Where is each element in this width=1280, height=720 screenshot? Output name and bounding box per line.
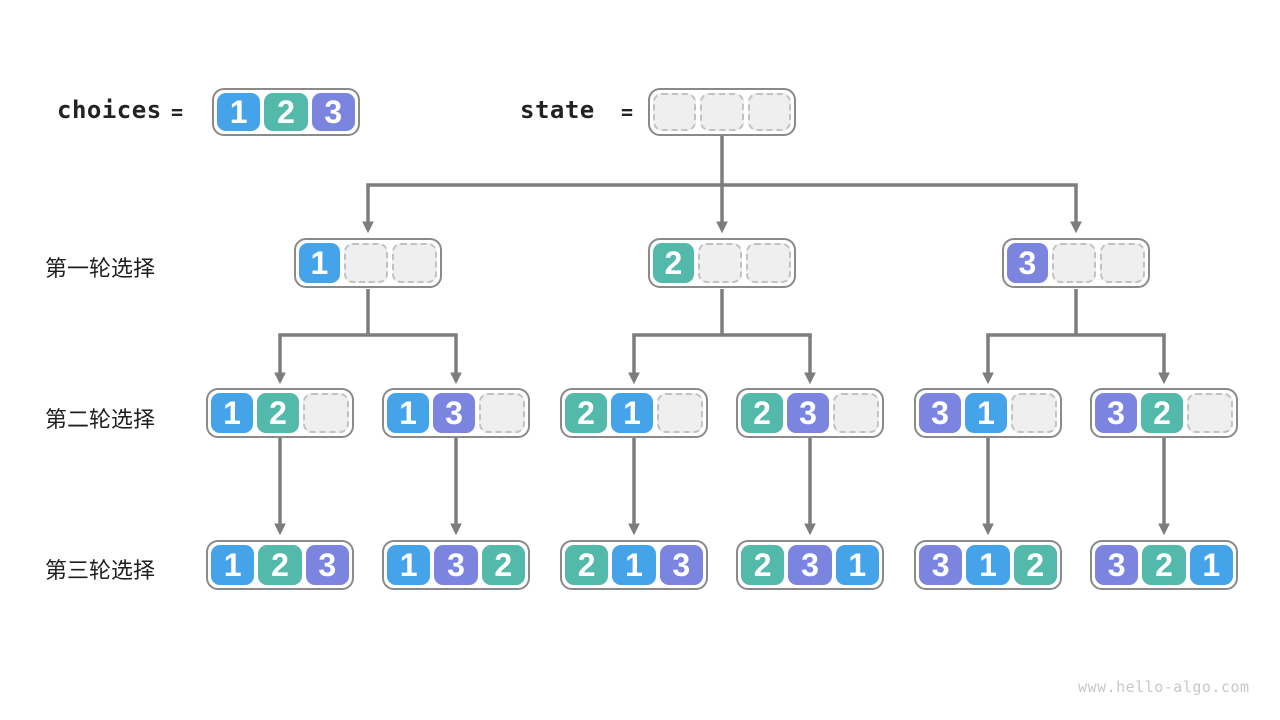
cell-3: 3 xyxy=(919,393,961,433)
cell-1: 1 xyxy=(965,393,1007,433)
cell-1: 1 xyxy=(299,243,340,283)
empty-cell xyxy=(303,393,349,433)
empty-cell xyxy=(746,243,792,283)
cell-3: 3 xyxy=(1095,545,1139,585)
row-label-round-1: 第一轮选择 xyxy=(45,256,156,281)
state-box-3: 3 xyxy=(1002,238,1150,288)
cell-1: 1 xyxy=(966,545,1010,585)
cell-3: 3 xyxy=(1007,243,1048,283)
cell-3: 3 xyxy=(305,545,349,585)
cell-2: 2 xyxy=(257,393,299,433)
cell-3: 3 xyxy=(433,393,475,433)
cell-2: 2 xyxy=(1142,545,1186,585)
empty-cell xyxy=(1011,393,1057,433)
empty-cell xyxy=(392,243,438,283)
empty-cell xyxy=(833,393,879,433)
cell-1: 1 xyxy=(211,393,253,433)
cell-2: 2 xyxy=(741,545,785,585)
state-box xyxy=(648,88,796,136)
cell-2: 2 xyxy=(1141,393,1183,433)
cell-3: 3 xyxy=(659,545,703,585)
cell-2: 2 xyxy=(258,545,302,585)
row-label-round-2: 第二轮选择 xyxy=(45,407,156,432)
watermark-url: www.hello-algo.com xyxy=(1078,678,1250,696)
cell-2: 2 xyxy=(653,243,694,283)
cell-3: 3 xyxy=(311,93,355,131)
state-box-1: 1 xyxy=(294,238,442,288)
empty-cell xyxy=(653,93,697,131)
cell-1: 1 xyxy=(387,545,431,585)
cell-2: 2 xyxy=(264,93,308,131)
choices-label: choices xyxy=(57,96,162,124)
cell-2: 2 xyxy=(1013,545,1057,585)
cell-1: 1 xyxy=(835,545,879,585)
cell-3: 3 xyxy=(919,545,963,585)
cell-2: 2 xyxy=(741,393,783,433)
cell-2: 2 xyxy=(565,393,607,433)
empty-cell xyxy=(1051,243,1097,283)
cell-1: 1 xyxy=(211,545,255,585)
cell-1: 1 xyxy=(611,393,653,433)
empty-cell xyxy=(700,93,744,131)
cell-2: 2 xyxy=(481,545,525,585)
empty-cell xyxy=(479,393,525,433)
cell-1: 1 xyxy=(217,93,261,131)
row-label-round-3: 第三轮选择 xyxy=(45,558,156,583)
state-box-2: 2 xyxy=(648,238,796,288)
cell-3: 3 xyxy=(787,393,829,433)
empty-cell xyxy=(1187,393,1233,433)
cell-1: 1 xyxy=(387,393,429,433)
empty-cell xyxy=(747,93,791,131)
empty-cell xyxy=(657,393,703,433)
empty-cell xyxy=(343,243,389,283)
cell-3: 3 xyxy=(788,545,832,585)
cell-3: 3 xyxy=(1095,393,1137,433)
state-equals-sign: = xyxy=(621,100,634,124)
empty-cell xyxy=(1100,243,1146,283)
state-label: state xyxy=(520,96,595,124)
cell-2: 2 xyxy=(565,545,609,585)
empty-cell xyxy=(697,243,743,283)
cell-1: 1 xyxy=(1189,545,1233,585)
cell-3: 3 xyxy=(434,545,478,585)
choices-equals-sign: = xyxy=(171,100,184,124)
cell-1: 1 xyxy=(612,545,656,585)
